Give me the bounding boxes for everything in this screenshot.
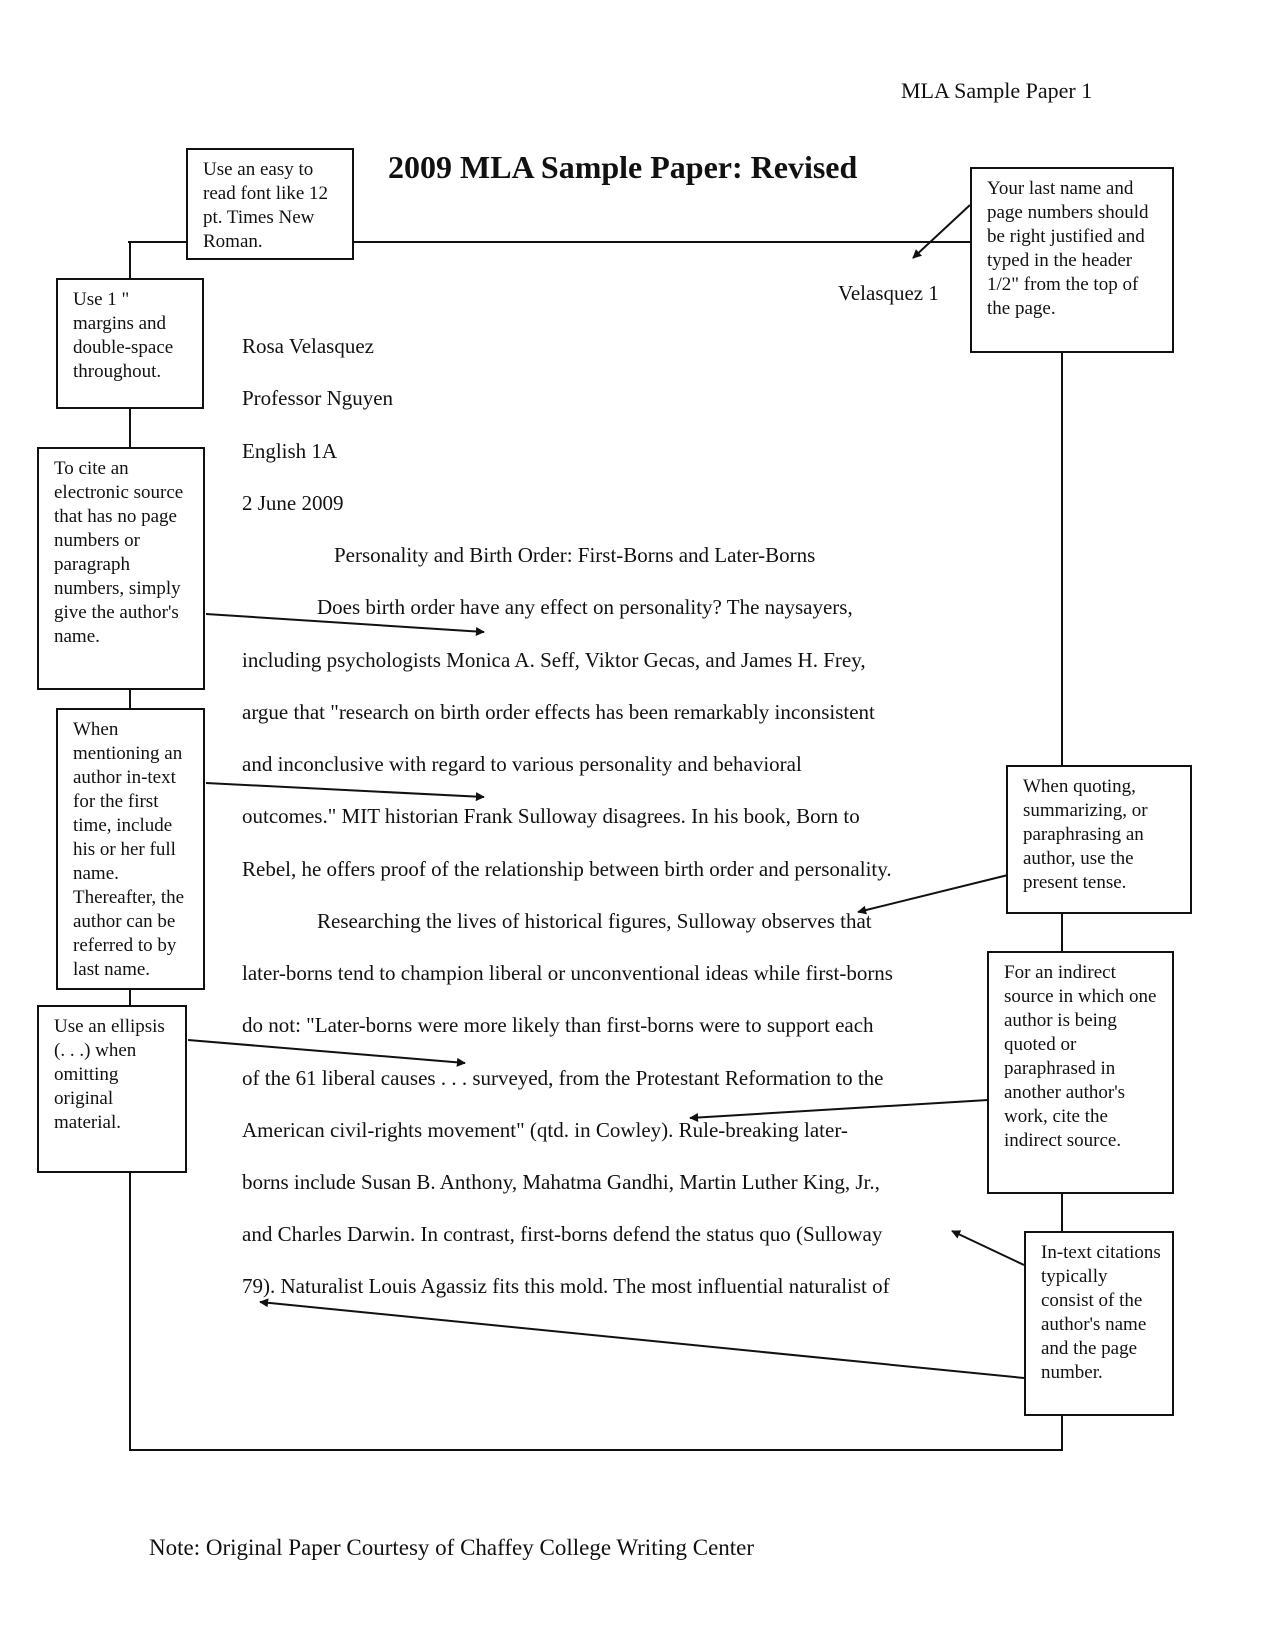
essay-line: Does birth order have any effect on pers… <box>317 595 853 619</box>
arrow-ellipsis <box>187 1039 466 1067</box>
arrow-electronic <box>205 613 485 636</box>
footer-note: Note: Original Paper Courtesy of Chaffey… <box>149 1535 755 1560</box>
paper-page-header: Velasquez 1 <box>838 281 939 305</box>
callout-header: Your last name and page numbers should b… <box>970 167 1174 353</box>
essay-line: Researching the lives of historical figu… <box>317 909 872 933</box>
essay-line: borns include Susan B. Anthony, Mahatma … <box>242 1170 880 1194</box>
essay-line: of the 61 liberal causes . . . surveyed,… <box>242 1066 884 1090</box>
arrow-citations-1 <box>951 1230 1025 1266</box>
essay-line: outcomes." MIT historian Frank Sulloway … <box>242 804 860 828</box>
paper-course: English 1A <box>242 439 338 463</box>
essay-line: and inconclusive with regard to various … <box>242 752 802 776</box>
page-title: 2009 MLA Sample Paper: Revised <box>388 149 858 185</box>
arrow-tense <box>857 874 1009 915</box>
callout-in-text-citations: In-text citations typically consist of t… <box>1024 1231 1174 1416</box>
running-head: MLA Sample Paper 1 <box>901 78 1093 103</box>
essay-line: American civil-rights movement" (qtd. in… <box>242 1118 848 1142</box>
callout-indirect-source: For an indirect source in which one auth… <box>987 951 1174 1194</box>
arrow-author-name <box>205 782 485 802</box>
paper-author: Rosa Velasquez <box>242 334 374 358</box>
essay-line: and Charles Darwin. In contrast, first-b… <box>242 1222 883 1246</box>
paper-date: 2 June 2009 <box>242 491 344 515</box>
arrow-header <box>912 204 971 259</box>
callout-present-tense: When quoting, summarizing, or paraphrasi… <box>1006 765 1192 914</box>
callout-font: Use an easy to read font like 12 pt. Tim… <box>186 148 354 260</box>
essay-line: later-borns tend to champion liberal or … <box>242 961 893 985</box>
essay-line: do not: "Later-borns were more likely th… <box>242 1013 874 1037</box>
callout-author-name: When mentioning an author in-text for th… <box>56 708 205 990</box>
arrow-indirect <box>689 1099 989 1123</box>
essay-line: 79). Naturalist Louis Agassiz fits this … <box>242 1274 890 1298</box>
essay-line: Rebel, he offers proof of the relationsh… <box>242 857 892 881</box>
arrow-citations-2 <box>259 1298 1025 1379</box>
essay-title: Personality and Birth Order: First-Borns… <box>334 543 816 567</box>
callout-ellipsis: Use an ellipsis (. . .) when omitting or… <box>37 1005 187 1173</box>
callout-margins: Use 1 " margins and double-space through… <box>56 278 204 409</box>
paper-instructor: Professor Nguyen <box>242 386 394 410</box>
essay-line: argue that "research on birth order effe… <box>242 700 875 724</box>
essay-line: including psychologists Monica A. Seff, … <box>242 648 866 672</box>
callout-electronic-source: To cite an electronic source that has no… <box>37 447 205 690</box>
